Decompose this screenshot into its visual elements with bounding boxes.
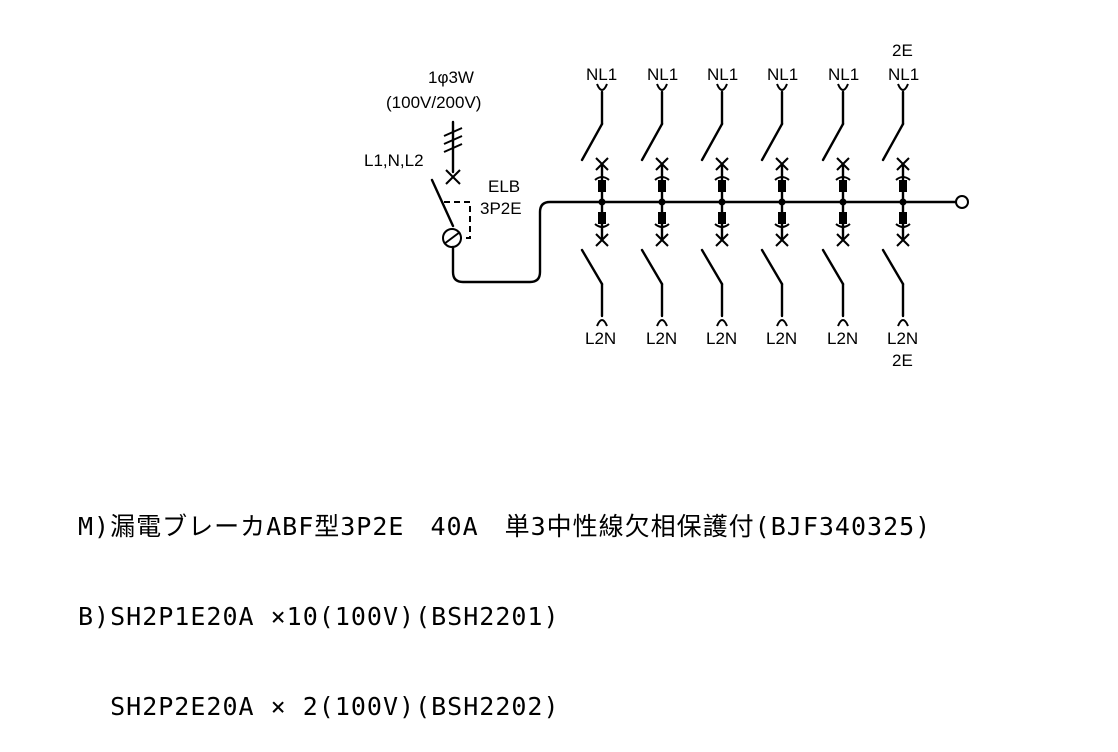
branch-top-label: NL1	[888, 65, 919, 84]
equipment-notes: M)漏電ブレーカABF型3P2E 40A 単3中性線欠相保護付(BJF34032…	[78, 452, 931, 752]
bus-end-terminal	[955, 195, 969, 209]
main-breaker-type-label: ELB	[488, 177, 520, 196]
branch-top-extra-label: 2E	[892, 41, 913, 60]
branch-bottom-label: L2N	[585, 329, 616, 348]
branch-bottom-label: L2N	[706, 329, 737, 348]
supply-conductors-label: L1,N,L2	[364, 151, 424, 170]
branch-breaker	[640, 83, 670, 327]
incoming-feeder	[443, 120, 463, 185]
note-line-branch-1p1e: B)SH2P1E20A ×10(100V)(BSH2201)	[78, 602, 560, 631]
branch-bottom-label: L2N	[766, 329, 797, 348]
branch-bottom-label: L2N	[827, 329, 858, 348]
branch-top-label: NL1	[647, 65, 678, 84]
main-breaker-poles-label: 3P2E	[480, 199, 522, 218]
branch-bottom-label: L2N	[646, 329, 677, 348]
branch-top-label: NL1	[707, 65, 738, 84]
supply-system-label: 1φ3W	[428, 68, 474, 87]
branch-top-label: NL1	[828, 65, 859, 84]
note-line-branch-2p2e: SH2P2E20A × 2(100V)(BSH2202)	[78, 692, 560, 721]
supply-voltage-label: (100V/200V)	[386, 93, 481, 112]
main-elb-symbol	[430, 178, 957, 284]
branch-top-label: NL1	[586, 65, 617, 84]
branch-bottom-extra-label: 2E	[892, 351, 913, 370]
branch-top-label: NL1	[767, 65, 798, 84]
branch-breakers	[580, 83, 911, 327]
branch-breaker	[821, 83, 851, 327]
branch-breaker	[760, 83, 790, 327]
branch-breaker	[700, 83, 730, 327]
branch-breaker	[580, 83, 610, 327]
single-line-diagram: 1φ3W (100V/200V) L1,N,L2 ELB 3P2E NL1 NL…	[364, 41, 969, 370]
branch-bottom-label: L2N	[887, 329, 918, 348]
branch-breaker	[881, 83, 911, 327]
note-line-main-breaker: M)漏電ブレーカABF型3P2E 40A 単3中性線欠相保護付(BJF34032…	[78, 512, 932, 541]
